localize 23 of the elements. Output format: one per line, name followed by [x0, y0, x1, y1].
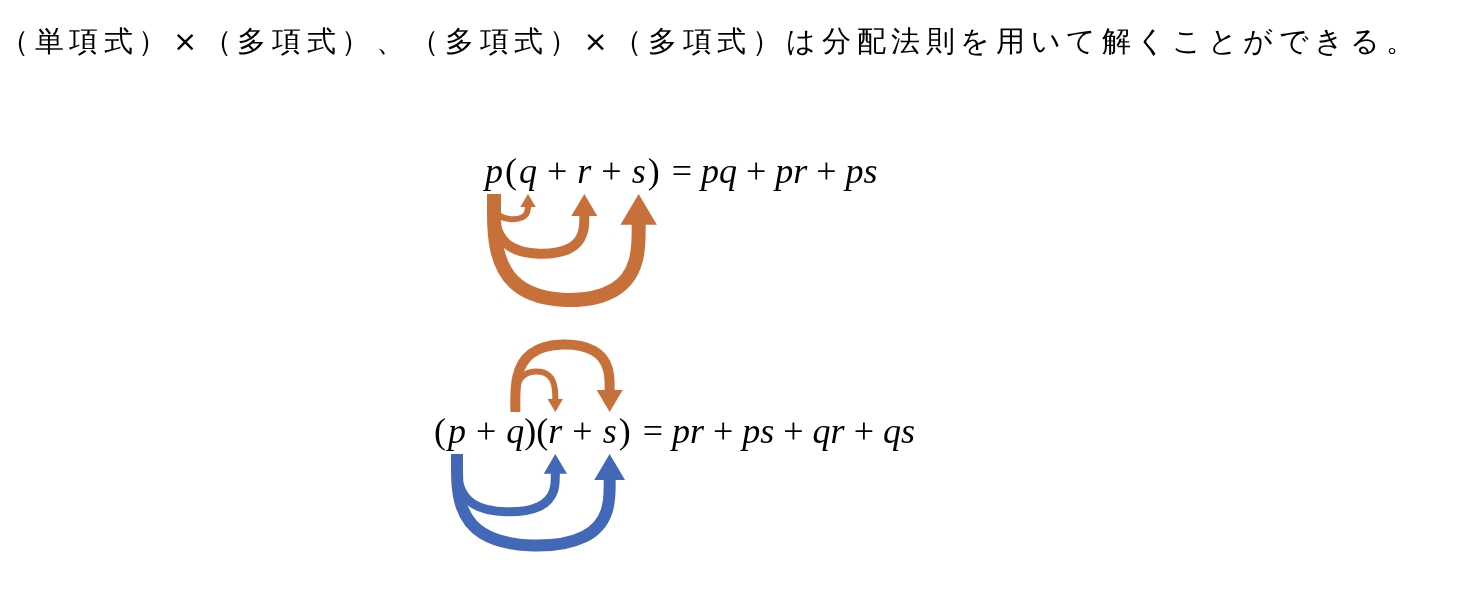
heading-text: （単項式）×（多項式）、（多項式）×（多項式）は分配法則を用いて解くことができる。: [0, 23, 1421, 60]
math-symbol: +: [476, 410, 497, 452]
equation-text: = pr + ps + qr + qs: [642, 410, 915, 452]
math-variable: s: [631, 150, 646, 192]
math-symbol: +: [572, 410, 593, 452]
math-symbol: ): [618, 410, 631, 452]
math-symbol: +: [547, 150, 568, 192]
math-symbol: )(: [524, 410, 549, 452]
math-variable: r: [548, 410, 563, 452]
math-symbol: (: [505, 150, 517, 192]
math-symbol: +: [601, 150, 622, 192]
math-variable: r: [577, 150, 592, 192]
math-variable: q: [519, 150, 537, 192]
curved-arrow: [451, 454, 626, 552]
math-variable: p: [448, 410, 466, 452]
math-variable: s: [602, 410, 617, 452]
curved-arrow: [487, 194, 657, 307]
math-symbol: ): [647, 150, 660, 192]
math-symbol: (: [434, 410, 446, 452]
math-variable: p: [485, 150, 503, 192]
math-variable: q: [506, 410, 525, 452]
curved-arrow: [510, 339, 623, 412]
equation-text: = pq + pr + ps: [671, 150, 878, 192]
